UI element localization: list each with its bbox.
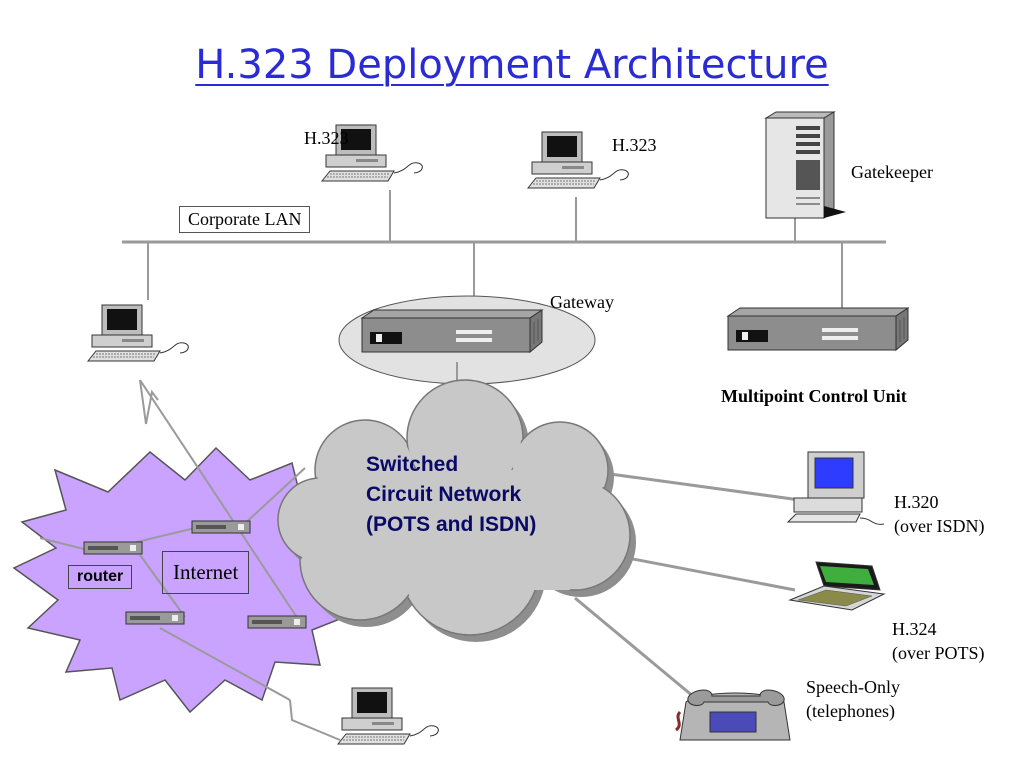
speech-label-line1: Speech-Only — [806, 677, 900, 697]
cloud-label-line2: Circuit Network — [366, 483, 522, 506]
mcu-device — [727, 307, 909, 351]
gatekeeper-label: Gatekeeper — [851, 162, 933, 182]
h320-label-line2: (over ISDN) — [894, 516, 985, 536]
h323-left-label: H.323 — [304, 128, 349, 148]
speech-label-line2: (telephones) — [806, 701, 895, 721]
router-device — [247, 615, 307, 629]
router-device — [83, 541, 143, 555]
h324-laptop — [788, 561, 886, 611]
telephone — [674, 689, 791, 741]
internet-starburst — [12, 446, 357, 714]
cloud-label-line3: (POTS and ISDN) — [366, 513, 537, 536]
h324-label-line1: H.324 — [892, 619, 937, 639]
cloud-label: Switched Circuit Network (POTS and ISDN) — [366, 450, 536, 540]
mcu-label: Multipoint Control Unit — [721, 386, 907, 406]
h320-terminal — [786, 451, 885, 525]
h320-label-line1: H.320 — [894, 492, 939, 512]
h324-label-line2: (over POTS) — [892, 643, 985, 663]
corporate-lan-label: Corporate LAN — [179, 206, 311, 233]
speech-only-label: Speech-Only (telephones) — [806, 675, 900, 723]
lan-terminal — [87, 304, 189, 362]
router-device — [191, 520, 251, 534]
internet-terminal — [337, 687, 439, 745]
router-device — [125, 611, 185, 625]
h323-right-label: H.323 — [612, 135, 657, 155]
gateway-label: Gateway — [550, 292, 614, 312]
internet-label: Internet — [162, 551, 250, 594]
cloud-label-line1: Switched — [366, 453, 459, 476]
gateway-device — [361, 309, 543, 353]
h320-label: H.320 (over ISDN) — [894, 490, 984, 538]
gatekeeper-server — [764, 111, 846, 219]
page-title: H.323 Deployment Architecture — [195, 42, 829, 88]
router-label: router — [68, 565, 133, 589]
h324-label: H.324 (over POTS) — [892, 617, 985, 665]
